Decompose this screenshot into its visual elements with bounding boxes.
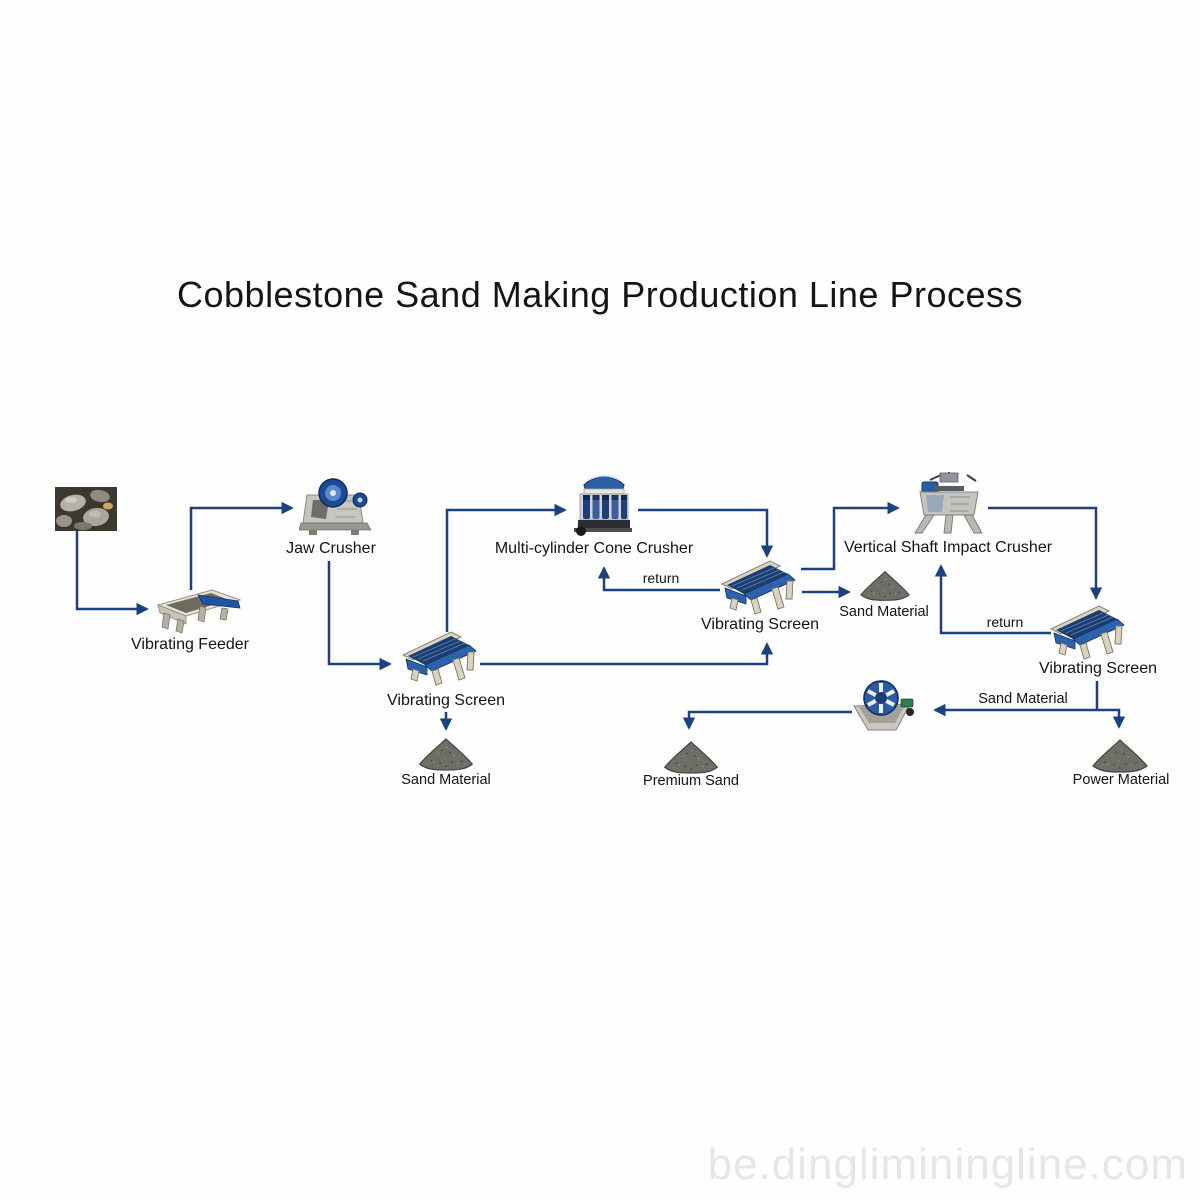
connector-cone-to-screen2 — [638, 508, 774, 558]
multi-cylinder-cone-crusher-machine — [574, 474, 632, 536]
label-power-material: Power Material — [1072, 772, 1170, 788]
label-vibrating-screen-1: Vibrating Screen — [387, 692, 505, 709]
label-jaw-crusher: Jaw Crusher — [286, 540, 376, 557]
connector-feeder-to-jaw — [189, 501, 294, 590]
sand-pile — [416, 736, 476, 773]
label-return-2: return — [986, 614, 1024, 630]
connector-raw-to-feeder — [75, 531, 149, 616]
vibrating-screen-machine — [1049, 603, 1129, 661]
label-sand-material-2: Sand Material — [978, 691, 1068, 707]
connector-screen3-to-powerpile — [1097, 708, 1126, 729]
vibrating-screen-machine — [720, 558, 800, 616]
label-sand-material-1: Sand Material — [839, 604, 929, 620]
jaw-crusher-machine — [299, 478, 371, 535]
label-premium-sand: Premium Sand — [643, 773, 739, 789]
sand-pile — [1089, 737, 1151, 775]
label-vsi-crusher: Vertical Shaft Impact Crusher — [843, 539, 1053, 556]
sand-pile — [661, 739, 721, 776]
connector-screen2-to-vsi — [801, 501, 900, 571]
watermark-text: be.dingliminingline.com — [707, 1140, 1188, 1189]
label-vibrating-screen-2: Vibrating Screen — [701, 616, 819, 633]
cobblestone-photo — [55, 487, 117, 531]
vertical-shaft-impact-crusher-machine — [914, 472, 983, 534]
label-vibrating-screen-3: Vibrating Screen — [1039, 660, 1157, 677]
label-cone-crusher: Multi-cylinder Cone Crusher — [494, 540, 694, 557]
connector-screen1-to-screen2 — [480, 642, 774, 666]
wheel-sand-washer-machine — [853, 680, 914, 731]
label-return-1: return — [642, 570, 680, 586]
connector-screen1-to-cone — [445, 503, 567, 632]
connector-return-screen3-to-vsi — [934, 564, 1051, 635]
vibrating-screen-machine — [401, 629, 481, 687]
label-sand-material-3: Sand Material — [401, 772, 491, 788]
page-title: Cobblestone Sand Making Production Line … — [177, 274, 1023, 315]
vibrating-feeder-machine — [156, 589, 242, 634]
label-vibrating-feeder: Vibrating Feeder — [131, 636, 249, 653]
connector-return-screen2-to-cone — [597, 566, 720, 592]
connector-vsi-to-screen3 — [988, 506, 1103, 600]
connector-jaw-to-screen1 — [327, 561, 392, 671]
connector-washer-to-premium — [682, 710, 852, 730]
sand-pile — [856, 569, 914, 603]
